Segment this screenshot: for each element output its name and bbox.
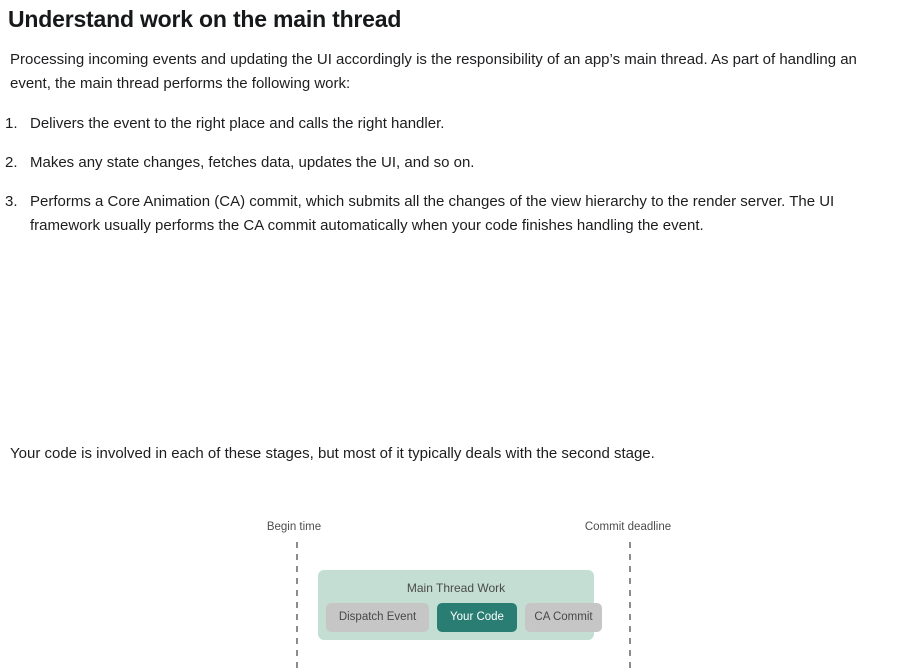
begin-time-marker-line	[296, 542, 298, 668]
main-thread-work-label: Main Thread Work	[406, 581, 506, 595]
list-item-text: Performs a Core Animation (CA) commit, w…	[30, 193, 835, 234]
list-item: 1. Delivers the event to the right place…	[0, 112, 906, 136]
segment-your-code: Your Code	[437, 603, 517, 632]
page-title: Understand work on the main thread	[8, 6, 402, 32]
commit-deadline-label: Commit deadline	[584, 521, 672, 533]
list-item-text: Delivers the event to the right place an…	[30, 115, 445, 132]
segment-ca-commit: CA Commit	[525, 603, 602, 632]
list-item-marker: 1.	[5, 115, 18, 132]
list-item: 2. Makes any state changes, fetches data…	[0, 151, 906, 175]
article-page: Understand work on the main thread Proce…	[0, 6, 906, 668]
closing-paragraph: Your code is involved in each of these s…	[10, 445, 655, 462]
thread-segments: Dispatch Event Your Code CA Commit	[326, 603, 602, 632]
begin-time-label: Begin time	[266, 521, 322, 533]
list-item-text: Makes any state changes, fetches data, u…	[30, 154, 475, 171]
list-item-marker: 2.	[5, 154, 18, 171]
main-thread-work-box: Main Thread Work Dispatch Event Your Cod…	[318, 570, 602, 640]
segment-dispatch-event: Dispatch Event	[326, 603, 429, 632]
main-thread-timeline-diagram: Begin time Commit deadline Main Thread W…	[0, 255, 906, 668]
list-item: 3. Performs a Core Animation (CA) commit…	[0, 190, 906, 238]
intro-paragraph: Processing incoming events and updating …	[10, 51, 857, 92]
steps-list: 1. Delivers the event to the right place…	[0, 112, 906, 238]
commit-deadline-marker-line	[629, 542, 631, 668]
list-item-marker: 3.	[5, 193, 18, 210]
